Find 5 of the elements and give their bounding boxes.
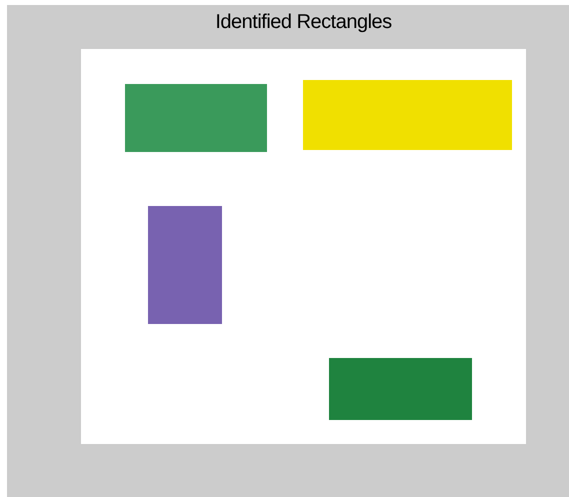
filled-rectangle [303, 80, 512, 150]
filled-rectangle [125, 84, 267, 152]
chart-title: Identified Rectangles [214, 10, 393, 35]
filled-rectangle [329, 358, 472, 420]
filled-rectangle [148, 206, 222, 324]
